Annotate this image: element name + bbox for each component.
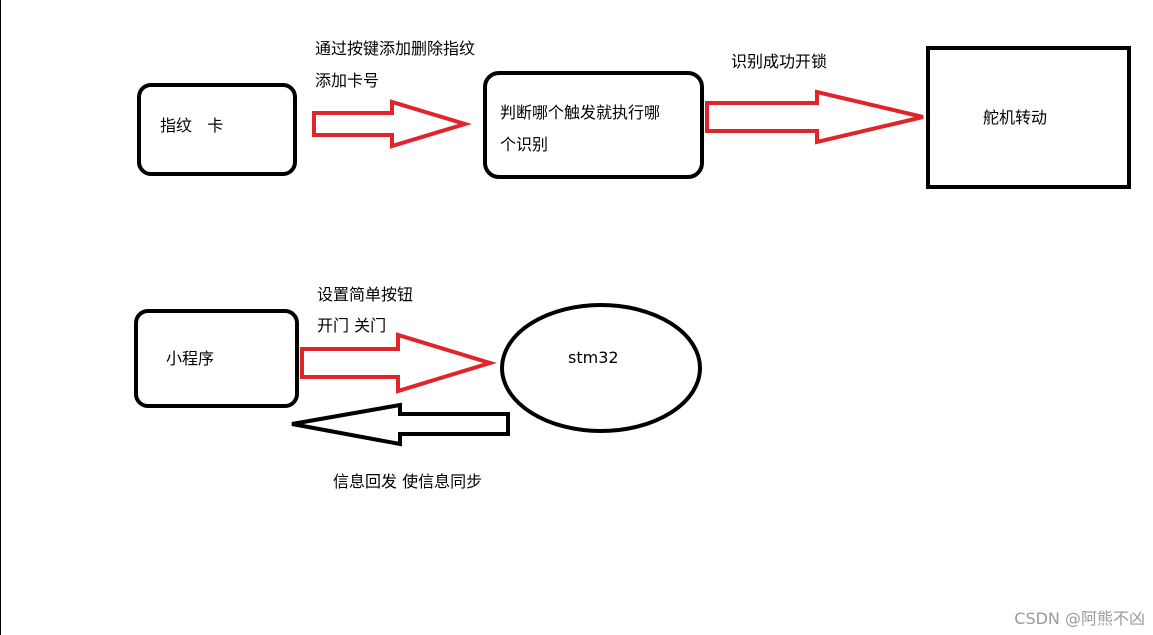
csdn-watermark: CSDN @阿熊不凶 [1014, 609, 1145, 628]
buttons-label-line-2: 开门 关门 [317, 316, 387, 335]
decision-label-line-1: 判断哪个触发就执行哪 [500, 103, 661, 122]
mini-program-label: 小程序 [166, 349, 215, 368]
stm32-label: stm32 [568, 348, 619, 367]
left-border-line [0, 0, 1, 635]
servo-label: 舵机转动 [983, 108, 1048, 127]
feedback-label: 信息回发 使信息同步 [333, 472, 483, 491]
add-delete-label-line-1: 通过按键添加删除指纹 [315, 39, 476, 58]
fingerprint-card-label: 指纹 卡 [160, 116, 224, 135]
fingerprint-card-box [137, 83, 297, 176]
mini-program-box [134, 309, 299, 408]
decision-label-line-2: 个识别 [500, 135, 549, 154]
arrow-decision-to-servo [705, 89, 924, 145]
arrow-stm32-to-miniprogram [291, 402, 510, 447]
add-delete-label-line-2: 添加卡号 [315, 71, 380, 90]
arrow-card-to-decision [312, 99, 472, 149]
buttons-label-line-1: 设置简单按钮 [317, 285, 414, 304]
servo-box [926, 46, 1131, 189]
stm32-ellipse [500, 303, 702, 433]
unlock-label: 识别成功开锁 [731, 52, 828, 71]
decision-box [483, 71, 704, 179]
arrow-miniprogram-to-stm32 [300, 332, 497, 394]
